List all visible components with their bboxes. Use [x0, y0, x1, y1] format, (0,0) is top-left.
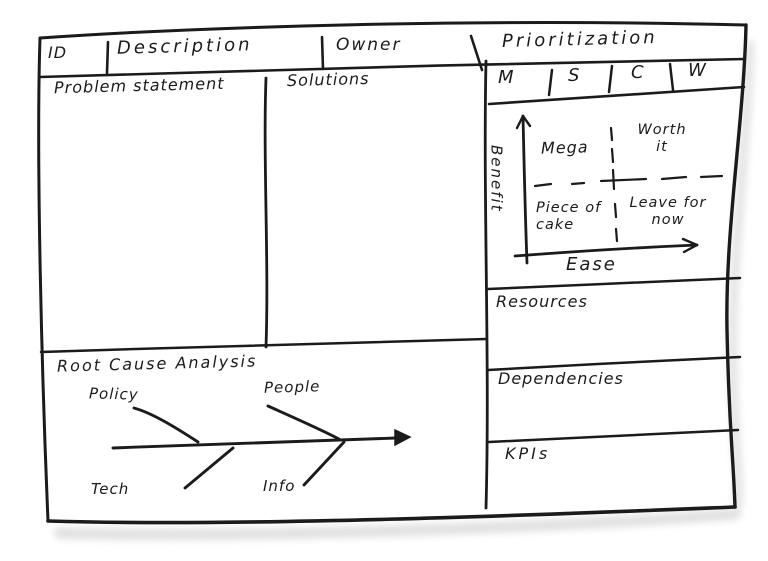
moscow-must-label: M: [498, 67, 515, 88]
paper-shadow: [54, 40, 755, 541]
matrix-axes: [513, 114, 699, 265]
ease-axis-label: Ease: [566, 254, 617, 275]
fishbone-arrowhead: [394, 428, 412, 447]
benefit-axis-arrowhead: [515, 114, 532, 130]
kpis-label: KPIs: [505, 444, 551, 463]
moscow-should-label: S: [568, 65, 581, 86]
moscow-grid: [487, 62, 746, 106]
header-id-label: ID: [48, 43, 68, 62]
header-prioritization-label: Prioritization: [501, 26, 658, 53]
ease-axis: [513, 243, 699, 258]
people-branch: [266, 404, 341, 441]
policy-branch: [132, 406, 200, 444]
header-grid: [38, 34, 747, 79]
tech-branch: [183, 446, 235, 490]
benefit-axis-label: Benefit: [487, 145, 506, 213]
info-branch: [302, 440, 346, 487]
body-grid: [39, 59, 489, 510]
fishbone-spine: [111, 436, 398, 450]
fishbone-people-label: People: [263, 377, 321, 397]
header-description-label: Description: [116, 34, 253, 59]
quadrant-worth-it-label: Worth it: [637, 122, 687, 156]
fishbone-diagram: [111, 404, 412, 490]
matrix-dashed-lines: [533, 126, 724, 243]
ease-axis-arrowhead: [681, 237, 699, 254]
section-lines: [486, 276, 742, 444]
moscow-wont-label: W: [688, 60, 707, 81]
quadrant-piece-of-cake-label: Piece of cake: [536, 200, 602, 234]
benefit-axis: [521, 114, 529, 265]
solutions-label: Solutions: [286, 68, 370, 91]
dependencies-label: Dependencies: [498, 369, 624, 388]
sheet-border: [37, 21, 748, 525]
resources-label: Resources: [496, 292, 588, 311]
quadrant-leave-for-now-label: Leave for now: [629, 195, 707, 229]
header-owner-label: Owner: [336, 35, 402, 55]
fishbone-tech-label: Tech: [91, 480, 130, 498]
moscow-could-label: C: [631, 62, 645, 83]
fishbone-policy-label: Policy: [88, 384, 139, 404]
quadrant-mega-label: Mega: [540, 137, 589, 158]
fishbone-info-label: Info: [263, 477, 296, 495]
